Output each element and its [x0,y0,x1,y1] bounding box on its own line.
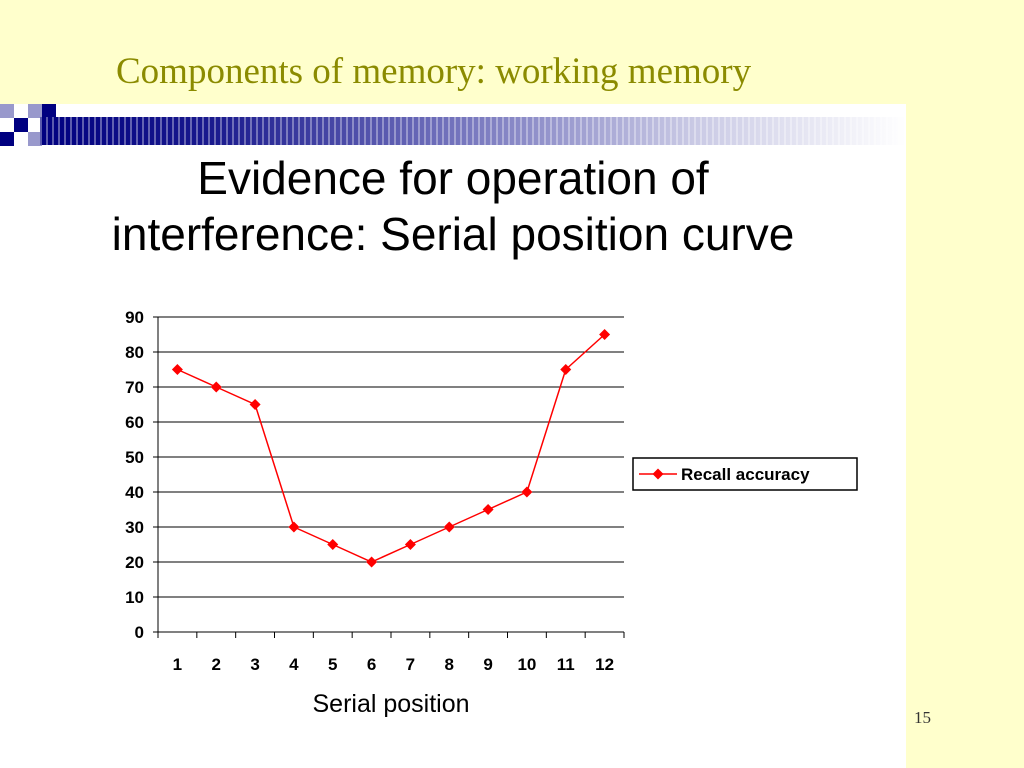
y-tick-label: 80 [125,343,144,362]
x-tick-label: 5 [328,655,337,674]
x-tick-label: 7 [406,655,415,674]
x-tick-label: 11 [557,655,575,674]
series-line [177,333,606,563]
y-tick-label: 0 [135,623,144,642]
decorative-band-lines [40,117,906,145]
slide-title-line-2: interference: Serial position curve [111,208,795,260]
header-title: Components of memory: working memory [116,51,752,92]
x-tick-label: 3 [250,655,259,674]
y-tick-label: 50 [125,448,144,467]
data-point [366,556,378,568]
data-point [249,399,261,410]
deco-square-2 [14,118,28,132]
deco-square-1 [0,104,14,118]
deco-square-7 [0,132,14,146]
data-point [560,364,572,375]
x-tick-label: 9 [483,655,492,674]
slide-title-line-1: Evidence for operation of [197,152,709,204]
deco-square-3 [28,104,42,118]
x-tick-label: 10 [517,655,536,674]
legend-marker [652,468,664,480]
x-axis-label: Serial position [312,690,469,718]
deco-square-4 [42,104,56,118]
x-tick-label: 6 [367,655,376,674]
data-point [327,539,339,550]
decorative-gradient-band [40,117,906,145]
slide-number: 15 [914,708,931,727]
slide-content-panel [0,104,906,768]
data-point [404,539,416,550]
data-point [171,364,183,375]
data-point [599,329,611,340]
y-tick-label: 20 [125,553,144,572]
x-tick-label: 12 [595,655,614,674]
x-tick-label: 1 [173,655,182,674]
legend-label: Recall accuracy [681,465,810,484]
deco-square-5 [28,132,42,146]
data-point [482,504,494,515]
y-tick-label: 70 [125,378,144,397]
data-point [443,521,455,533]
legend-box [632,457,858,491]
y-tick-label: 30 [125,518,144,537]
data-point [210,381,222,393]
y-tick-label: 40 [125,483,144,502]
x-tick-label: 8 [445,655,454,674]
data-point [521,486,533,498]
x-tick-label: 2 [212,655,221,674]
y-tick-label: 10 [125,588,144,607]
x-tick-label: 4 [289,655,299,674]
y-tick-label: 90 [125,308,144,327]
data-point [288,521,300,533]
slide-title: Evidence for operation of interference: … [0,150,906,262]
y-tick-label: 60 [125,413,144,432]
